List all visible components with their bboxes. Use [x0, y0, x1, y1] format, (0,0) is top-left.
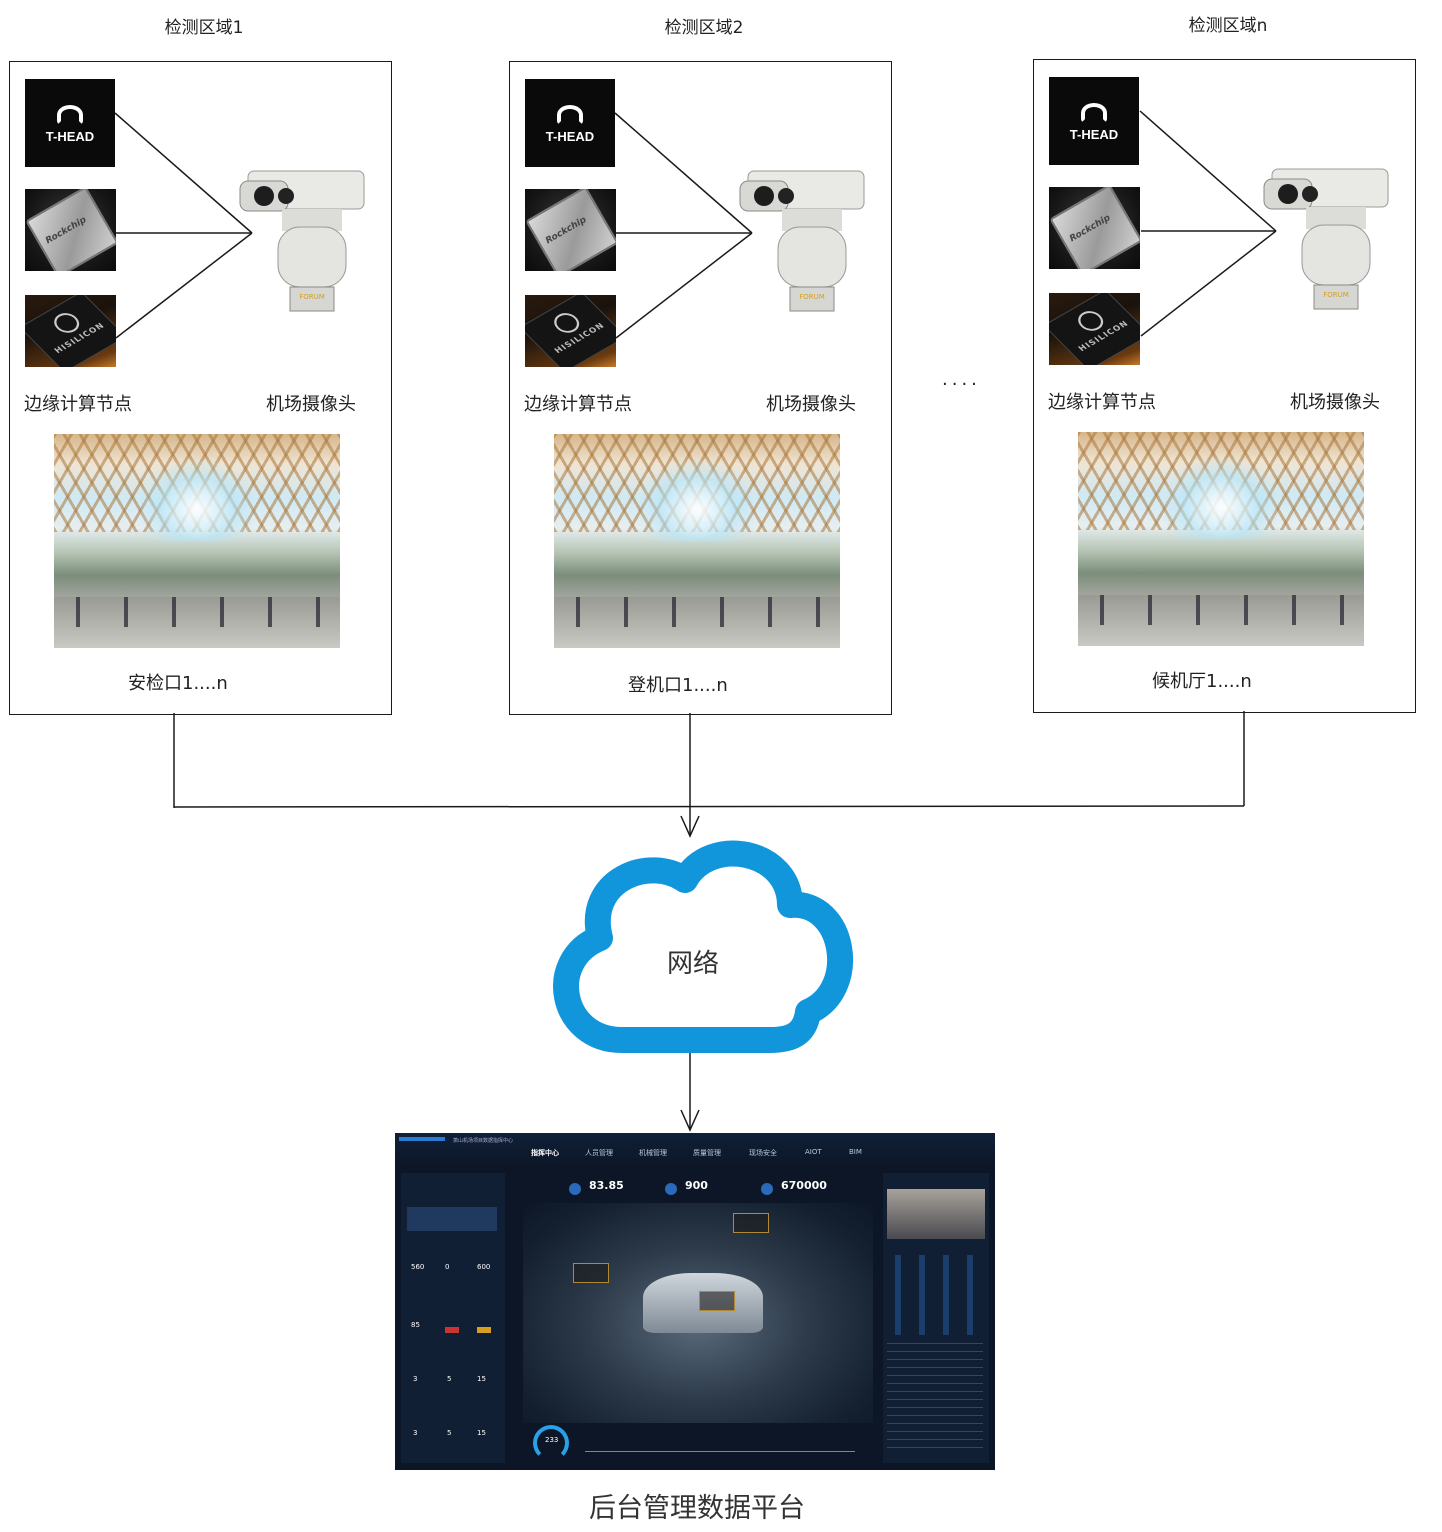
thead-chip-2: T-HEAD	[525, 79, 615, 167]
dashboard-gauge	[533, 1425, 569, 1461]
rockchip-chip-2: Rockchip	[525, 189, 616, 271]
dashboard-screenshot: 萧山机场项目数据指挥中心 指挥中心 人员管理 机械管理 质量管理 现场安全 AI…	[395, 1133, 995, 1470]
rockchip-chip-label: Rockchip	[44, 215, 89, 247]
dashboard-camera-feed	[887, 1189, 985, 1239]
dashboard-title: 萧山机场项目数据指挥中心	[453, 1138, 514, 1144]
camera-brand-text: FORUM	[1323, 291, 1349, 299]
dashboard-kpi-2: 900	[685, 1179, 708, 1192]
map-marker	[699, 1291, 735, 1311]
thead-chip-label: T-HEAD	[45, 129, 95, 144]
dashboard-stat: 15	[477, 1429, 486, 1437]
dashboard-tab-staff: 人员管理	[585, 1149, 613, 1157]
camera-brand-text: FORUM	[799, 293, 825, 301]
dashboard-stat: 3	[413, 1375, 418, 1383]
kpi-icon	[665, 1183, 677, 1195]
dashboard-tab-quality: 质量管理	[693, 1149, 721, 1157]
map-marker	[573, 1263, 609, 1283]
dashboard-stat: 3	[413, 1429, 418, 1437]
dashboard-3d-map	[523, 1203, 873, 1423]
region-1-camera-label: 机场摄像头	[266, 394, 356, 415]
region-2-edge-label: 边缘计算节点	[524, 394, 632, 415]
region-1-title: 检测区域1	[164, 18, 244, 38]
dashboard-tab-bim: BIM	[849, 1148, 862, 1156]
dashboard-timeline	[585, 1451, 855, 1452]
rockchip-chip-n: Rockchip	[1049, 187, 1140, 269]
dashboard-logo-bar	[399, 1137, 445, 1141]
thead-chip-label: T-HEAD	[1069, 127, 1119, 142]
dashboard-info-cards	[407, 1207, 497, 1231]
network-label: 网络	[666, 949, 719, 979]
rockchip-chip-1: Rockchip	[25, 189, 116, 271]
platform-label: 后台管理数据平台	[589, 1493, 805, 1524]
region-2-camera-label: 机场摄像头	[766, 394, 856, 415]
rockchip-chip-label: Rockchip	[544, 215, 589, 247]
airport-photo-1	[54, 434, 340, 648]
dashboard-alert-badge	[445, 1327, 459, 1333]
camera-brand-text: FORUM	[299, 293, 325, 301]
dashboard-tab-aiot: AIOT	[805, 1148, 822, 1156]
region-1-area-label: 安检口1....n	[128, 673, 228, 694]
dashboard-stat: 5	[447, 1429, 452, 1437]
airport-photo-n	[1078, 432, 1364, 646]
thead-chip-1: T-HEAD	[25, 79, 115, 167]
dashboard-header: 萧山机场项目数据指挥中心 指挥中心 人员管理 机械管理 质量管理 现场安全 AI…	[395, 1133, 995, 1167]
thead-chip-label: T-HEAD	[545, 129, 595, 144]
dashboard-stat: 560	[411, 1263, 425, 1271]
thead-logo-icon	[57, 105, 83, 125]
dashboard-table	[887, 1343, 983, 1453]
hisilicon-die-icon: HISILICON	[1049, 293, 1140, 365]
region-2-title: 检测区域2	[664, 18, 744, 38]
kpi-icon	[761, 1183, 773, 1195]
hisilicon-chip-1: HISILICON	[25, 295, 116, 367]
dashboard-tab-safety: 现场安全	[749, 1149, 777, 1157]
thead-logo-icon	[557, 105, 583, 125]
dashboard-tab-command: 指挥中心	[531, 1149, 559, 1157]
rockchip-chip-label: Rockchip	[1068, 213, 1113, 245]
hisilicon-chip-n: HISILICON	[1049, 293, 1140, 365]
thead-logo-icon	[1081, 103, 1107, 123]
rockchip-die-icon: Rockchip	[1049, 187, 1140, 269]
thead-chip-n: T-HEAD	[1049, 77, 1139, 165]
airport-photo-2	[554, 434, 840, 648]
dashboard-stat: 15	[477, 1375, 486, 1383]
region-2-area-label: 登机口1....n	[628, 675, 728, 696]
dashboard-stat: 600	[477, 1263, 491, 1271]
airport-camera-icon: FORUM	[1263, 168, 1389, 310]
airport-camera-icon: FORUM	[239, 170, 365, 312]
network-cloud-icon	[553, 840, 853, 1053]
hisilicon-die-icon: HISILICON	[25, 295, 116, 367]
region-1-edge-label: 边缘计算节点	[24, 394, 132, 415]
region-n-edge-label: 边缘计算节点	[1048, 392, 1156, 413]
dashboard-gauge-value: 233	[545, 1436, 559, 1444]
hisilicon-chip-2: HISILICON	[525, 295, 616, 367]
kpi-icon	[569, 1183, 581, 1195]
hisilicon-die-icon: HISILICON	[525, 295, 616, 367]
rockchip-die-icon: Rockchip	[525, 189, 616, 271]
ellipsis: ....	[942, 369, 981, 390]
dashboard-aiot-grid	[887, 1255, 983, 1335]
dashboard-warn-badge	[477, 1327, 491, 1333]
dashboard-left-panel: 560 0 600 85 3 5 15 3 5 15	[401, 1173, 505, 1463]
dashboard-tab-machines: 机械管理	[639, 1149, 667, 1157]
map-marker	[733, 1213, 769, 1233]
region-n-title: 检测区域n	[1188, 16, 1268, 36]
region-n-camera-label: 机场摄像头	[1290, 392, 1380, 413]
dashboard-stat: 5	[447, 1375, 452, 1383]
dashboard-kpi-1: 83.85	[589, 1179, 624, 1192]
rockchip-die-icon: Rockchip	[25, 189, 116, 271]
dashboard-stat: 85	[411, 1321, 420, 1329]
dashboard-stat: 0	[445, 1263, 450, 1271]
dashboard-kpi-3: 670000	[781, 1179, 827, 1192]
airport-camera-icon: FORUM	[739, 170, 865, 312]
region-n-area-label: 候机厅1....n	[1152, 671, 1252, 692]
